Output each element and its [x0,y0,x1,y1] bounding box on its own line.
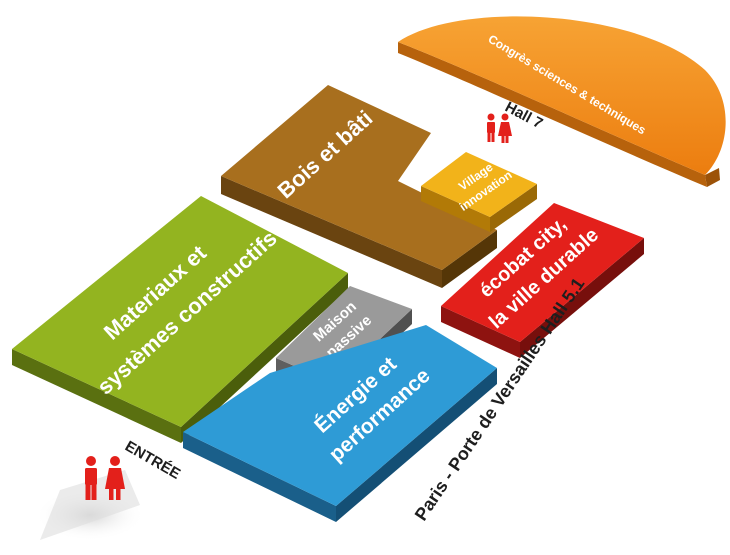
maison-top [276,286,412,383]
bois-side [221,176,442,288]
toilets-icon [85,456,125,500]
materiaux-side [12,349,181,443]
congres-rim [398,42,707,187]
entrance-label: ENTRÉE [122,438,183,483]
zone-materiaux[interactable]: Materiaux et systèmes constructifs [12,196,348,443]
congres-top [398,16,726,175]
zone-congres[interactable]: Congrès sciences & techniques [398,16,726,187]
bois-side-right [442,230,497,288]
materiaux-side-right [181,273,348,443]
bois-top [221,85,497,270]
ecobat-side-right [520,238,644,358]
village-side [421,186,490,232]
materiaux-top [12,196,348,427]
energie-side-right [336,368,497,522]
zone-village-innovation[interactable]: Village innovation [421,152,537,232]
energie-top [183,325,497,506]
ecobat-side [441,306,520,358]
ecobat-top [441,203,644,342]
zone-energie[interactable]: Énergie et performance [183,325,497,522]
energie-side [183,432,336,522]
village-side-right [490,184,537,232]
toilets-icon [487,113,512,143]
zone-bois-et-bati[interactable]: Bois et bâti [221,85,497,288]
village-top [421,152,537,217]
congres-side [705,168,720,187]
